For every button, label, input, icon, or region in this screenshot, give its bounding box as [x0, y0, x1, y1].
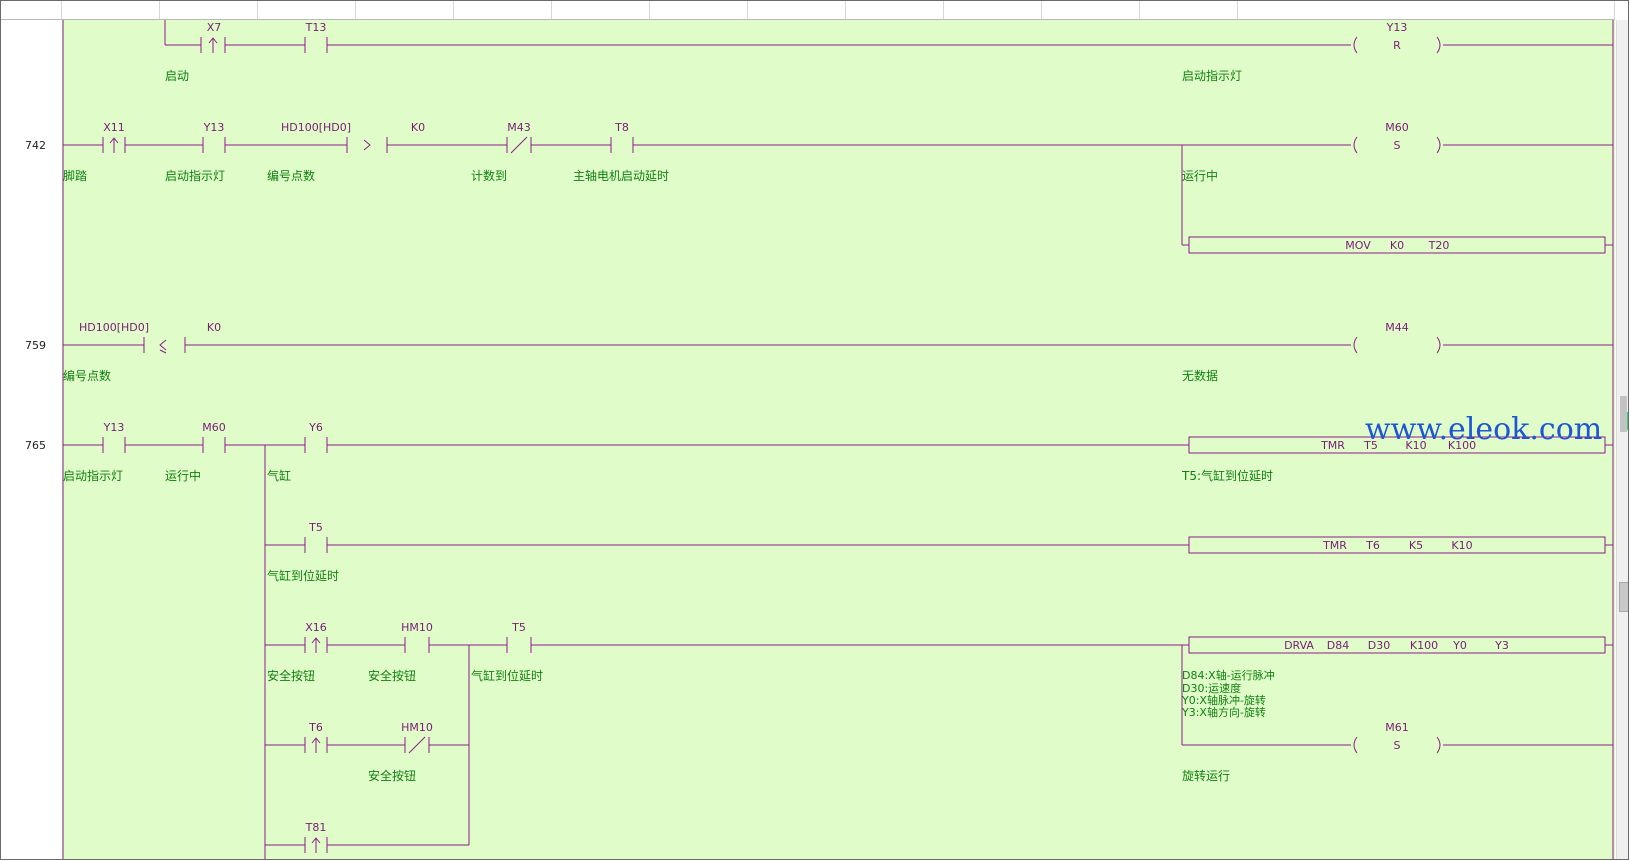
contact-device[interactable]: T5: [511, 621, 526, 634]
instruction-operand[interactable]: K100: [1410, 639, 1438, 652]
device-comment: 启动指示灯: [165, 168, 225, 183]
rung-number: 765: [25, 439, 46, 452]
device-comment: 安全按钮: [267, 668, 315, 683]
instruction-operand[interactable]: Y3: [1494, 639, 1509, 652]
coil-device[interactable]: Y13: [1386, 21, 1408, 34]
coil-mark: S: [1394, 739, 1401, 752]
contact-device[interactable]: T81: [305, 821, 327, 834]
coil-device[interactable]: M61: [1385, 721, 1409, 734]
device-comment: D84:X轴-运行脉冲: [1182, 668, 1275, 682]
instruction-operand[interactable]: T20: [1428, 239, 1450, 252]
contact-device[interactable]: T5: [308, 521, 323, 534]
coil-mark: R: [1393, 39, 1401, 52]
device-comment: 启动指示灯: [63, 468, 123, 483]
vertical-scrollbar[interactable]: [1616, 20, 1628, 859]
device-comment: 编号点数: [63, 368, 111, 383]
contact-device[interactable]: HM10: [401, 621, 433, 634]
device-comment: 安全按钮: [368, 668, 416, 683]
ladder-canvas[interactable]: [62, 20, 1615, 859]
scroll-marker: [1620, 396, 1627, 432]
device-comment: 旋转运行: [1182, 768, 1230, 783]
instruction-operand[interactable]: T5: [1363, 439, 1378, 452]
rung-number-gutter: [1, 20, 62, 859]
coil-mark: S: [1394, 139, 1401, 152]
contact-device[interactable]: Y13: [203, 121, 225, 134]
device-comment: T5:气缸到位延时: [1181, 468, 1273, 483]
device-comment: Y3:X轴方向-旋转: [1181, 705, 1266, 719]
instruction-mnemonic[interactable]: TMR: [1320, 439, 1345, 452]
instruction-operand[interactable]: D84: [1327, 639, 1349, 652]
contact-device[interactable]: X7: [207, 21, 222, 34]
instruction-operand[interactable]: K10: [1405, 439, 1426, 452]
contact-device[interactable]: X16: [305, 621, 327, 634]
contact-device[interactable]: M43: [507, 121, 531, 134]
contact-device[interactable]: T8: [614, 121, 629, 134]
instruction-operand[interactable]: K5: [1409, 539, 1423, 552]
column-header-strip: [1, 1, 1615, 20]
device-comment: 编号点数: [267, 168, 315, 183]
scroll-position-indicator: [1627, 412, 1628, 430]
device-comment: 安全按钮: [368, 768, 416, 783]
instruction-mnemonic[interactable]: MOV: [1345, 239, 1371, 252]
device-comment: 启动指示灯: [1182, 68, 1242, 83]
device-comment: 气缸: [267, 468, 291, 483]
contact-device[interactable]: Y6: [308, 421, 323, 434]
device-comment: D30:运速度: [1182, 681, 1241, 695]
compare-operand[interactable]: HD100[HD0]: [281, 121, 351, 134]
contact-device[interactable]: M60: [202, 421, 226, 434]
instruction-operand[interactable]: T6: [1365, 539, 1380, 552]
device-comment: 气缸到位延时: [267, 568, 339, 583]
instruction-mnemonic[interactable]: TMR: [1322, 539, 1347, 552]
device-comment: 主轴电机启动延时: [573, 168, 669, 183]
device-comment: 计数到: [471, 168, 507, 183]
instruction-operand[interactable]: K100: [1448, 439, 1476, 452]
contact-device[interactable]: HM10: [401, 721, 433, 734]
instruction-operand[interactable]: K0: [1390, 239, 1404, 252]
device-comment: Y0:X轴脉冲-旋转: [1181, 693, 1266, 707]
device-comment: 无数据: [1182, 368, 1218, 383]
compare-operator: ≤: [159, 340, 168, 353]
instruction-operand[interactable]: D30: [1368, 639, 1390, 652]
contact-device[interactable]: T13: [305, 21, 327, 34]
compare-operand[interactable]: HD100[HD0]: [79, 321, 149, 334]
instruction-operand[interactable]: Y0: [1452, 639, 1467, 652]
watermark-text: www.eleok.com: [1365, 412, 1603, 447]
device-comment: 启动: [165, 69, 189, 83]
device-comment: 气缸到位延时: [471, 668, 543, 683]
instruction-operand[interactable]: K10: [1451, 539, 1472, 552]
coil-device[interactable]: M60: [1385, 121, 1409, 134]
contact-device[interactable]: X11: [103, 121, 125, 134]
contact-device[interactable]: Y13: [103, 421, 125, 434]
instruction-mnemonic[interactable]: DRVA: [1284, 639, 1314, 652]
rung-number: 742: [25, 139, 46, 152]
compare-operator: >: [363, 140, 372, 153]
device-comment: 运行中: [1182, 168, 1218, 183]
device-comment: 运行中: [165, 468, 201, 483]
compare-operand[interactable]: K0: [207, 321, 221, 334]
compare-operand[interactable]: K0: [411, 121, 425, 134]
rung-number: 759: [25, 339, 46, 352]
coil-device[interactable]: M44: [1385, 321, 1409, 334]
device-comment: 脚踏: [63, 168, 87, 183]
contact-device[interactable]: T6: [308, 721, 323, 734]
scroll-thumb[interactable]: [1619, 582, 1628, 612]
